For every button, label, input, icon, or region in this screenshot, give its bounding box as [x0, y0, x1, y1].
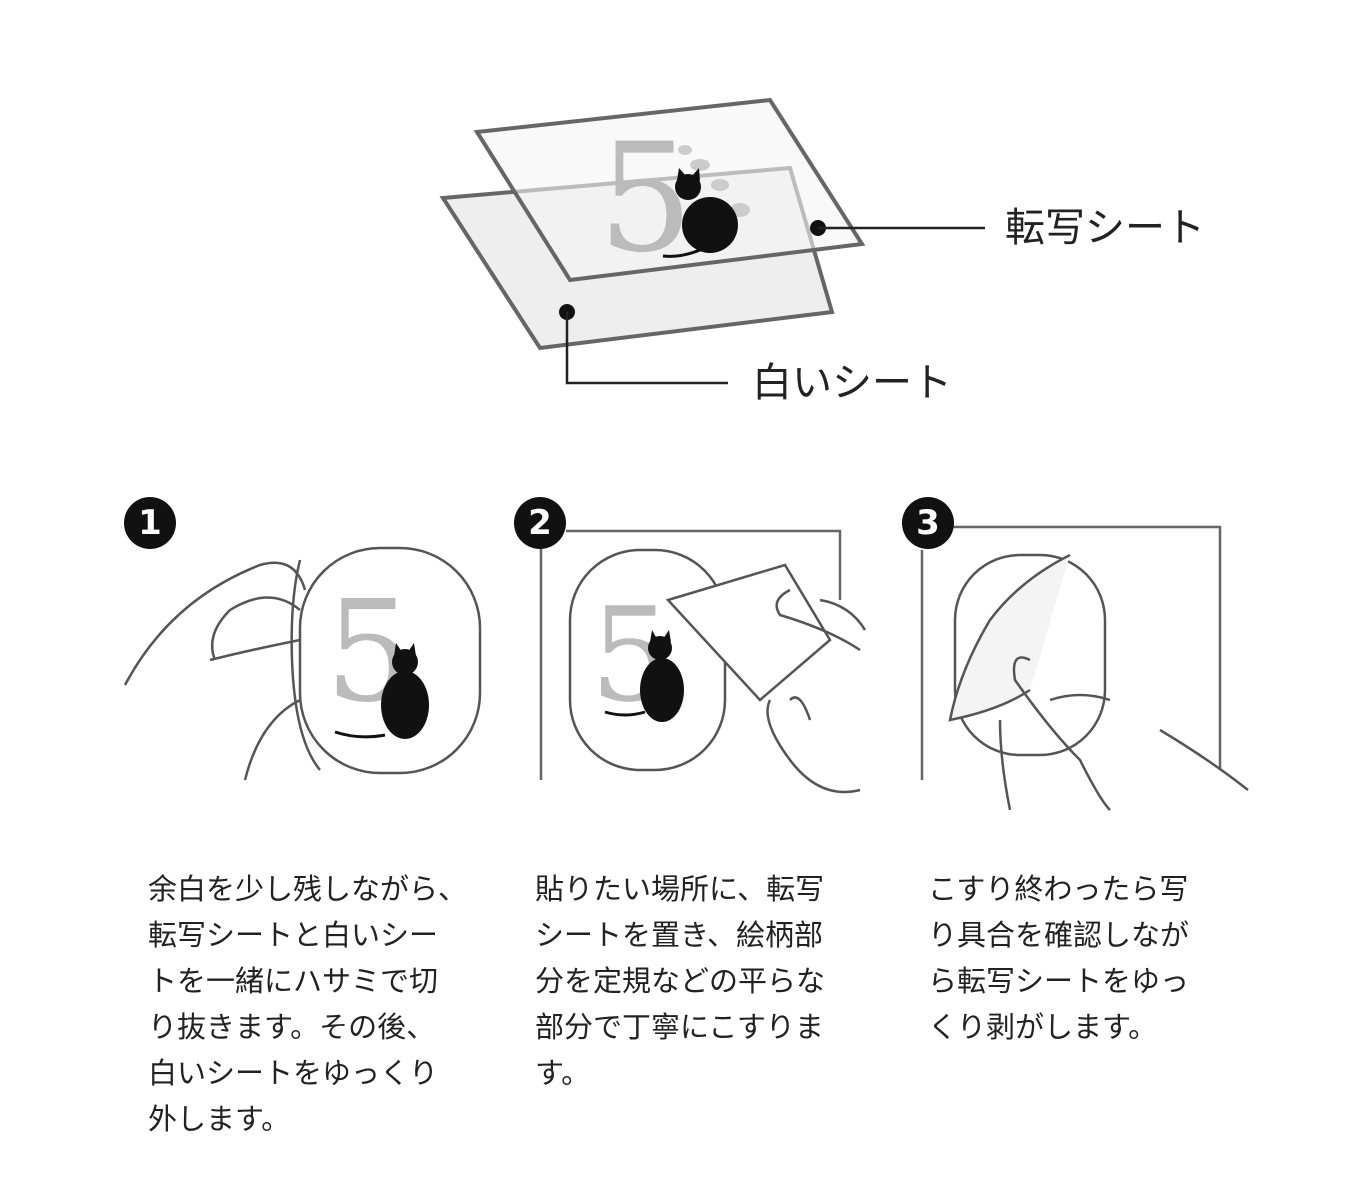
step-3-line: り具合を確認しなが: [928, 918, 1190, 952]
step-2-line: 貼りたい場所に、転写: [535, 872, 825, 906]
step-1-line: 余白を少し残しながら、: [148, 872, 468, 906]
step-3-line: ら転写シートをゆっ: [928, 964, 1190, 998]
white-sheet-label: 白いシート: [752, 360, 952, 406]
step3-frame: [953, 525, 1222, 770]
step-1-line: 白いシートをゆっくり: [148, 1056, 439, 1090]
digit-five-graphic: 5: [598, 112, 693, 286]
step-1-badge: 1: [124, 497, 176, 549]
white-sheet-leader: [565, 312, 728, 385]
transfer-sheet: 5: [473, 97, 866, 286]
step-2-line: 部分で丁寧にこすりま: [535, 1010, 824, 1044]
step-1-text: 余白を少し残しながら、 転写シートと白いシー トを一緒にハサミで切 り抜きます。…: [148, 866, 467, 1142]
step3-illustration: [948, 553, 1249, 811]
step-2-line: す。: [535, 1056, 591, 1090]
step2-illustration: 5: [568, 548, 867, 794]
step-3-line: こすり終わったら写: [928, 872, 1189, 906]
step-2-text: 貼りたい場所に、転写 シートを置き、絵柄部 分を定規などの平らな 部分で丁寧にこ…: [535, 866, 825, 1096]
step-1-line: トを一緒にハサミで切: [148, 964, 439, 998]
step-3-line: くり剥がします。: [928, 1010, 1158, 1044]
black-cat-graphic: [662, 168, 738, 258]
step-1-line: 転写シートと白いシー: [148, 918, 439, 952]
step-1-line: 外します。: [148, 1102, 291, 1136]
transfer-sheet-label: 転写シート: [1005, 205, 1205, 251]
step-1-line: り抜きます。その後、: [148, 1010, 436, 1044]
step-2-line: 分を定規などの平らな: [535, 964, 826, 998]
step2-frame: [566, 529, 842, 600]
step-3-text: こすり終わったら写 り具合を確認しなが ら転写シートをゆっ くり剥がします。: [928, 866, 1189, 1050]
step-3-badge: 3: [902, 497, 954, 549]
step-2-badge: 2: [514, 497, 566, 549]
step-2-line: シートを置き、絵柄部: [535, 918, 823, 952]
step1-illustration: 5: [123, 546, 482, 781]
